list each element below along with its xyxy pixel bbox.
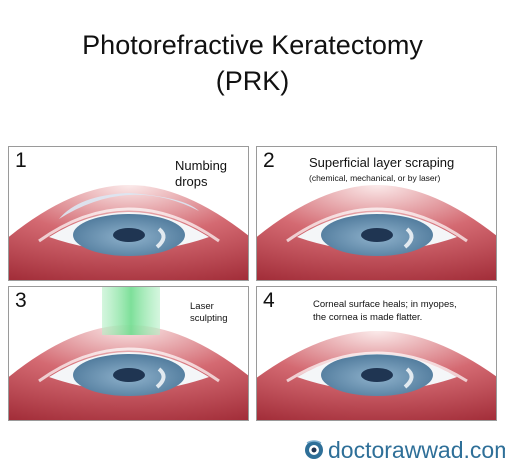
page-title: Photorefractive Keratectomy [82, 30, 423, 60]
eye-illustration [9, 287, 248, 420]
laser-beam [102, 287, 160, 335]
numbing-drop-film [59, 193, 199, 219]
cornea-highlight [403, 227, 414, 249]
eye-logo-icon [305, 440, 323, 459]
step-panel-3: 3 Laser sculpting [8, 286, 249, 421]
cornea-highlight [403, 367, 414, 389]
step-caption: Numbing drops [175, 158, 228, 189]
step-caption: Corneal surface heals; in myopes, the co… [313, 299, 457, 323]
step-caption: Laser sculpting [190, 301, 228, 324]
brand-logo[interactable]: doctorawwad.com [304, 436, 505, 466]
pupil-shape [113, 368, 145, 382]
step-number: 1 [15, 149, 27, 172]
page-subtitle: (PRK) [215, 66, 290, 96]
pupil-shape [113, 228, 145, 242]
cornea-highlight [155, 367, 166, 389]
step-panel-4: 4 Corneal surface heals; in myopes, the … [256, 286, 497, 421]
step-caption: Superficial layer scraping [309, 155, 455, 170]
step-panel-1: 1 Numbing drops [8, 146, 249, 281]
step-panel-2: 2 Superficial layer scraping (chemical, … [256, 146, 497, 281]
eye-illustration [257, 185, 496, 280]
pupil-shape [361, 228, 393, 242]
brand-text: doctorawwad.com [328, 437, 505, 463]
eye-illustration [257, 331, 496, 420]
pupil-shape [361, 368, 393, 382]
step-number: 2 [263, 149, 275, 172]
eye-illustration [9, 185, 248, 280]
step-number: 4 [263, 289, 275, 312]
cornea-highlight [155, 227, 166, 249]
step-number: 3 [15, 289, 27, 312]
step-subcaption: (chemical, mechanical, or by laser) [309, 173, 441, 183]
